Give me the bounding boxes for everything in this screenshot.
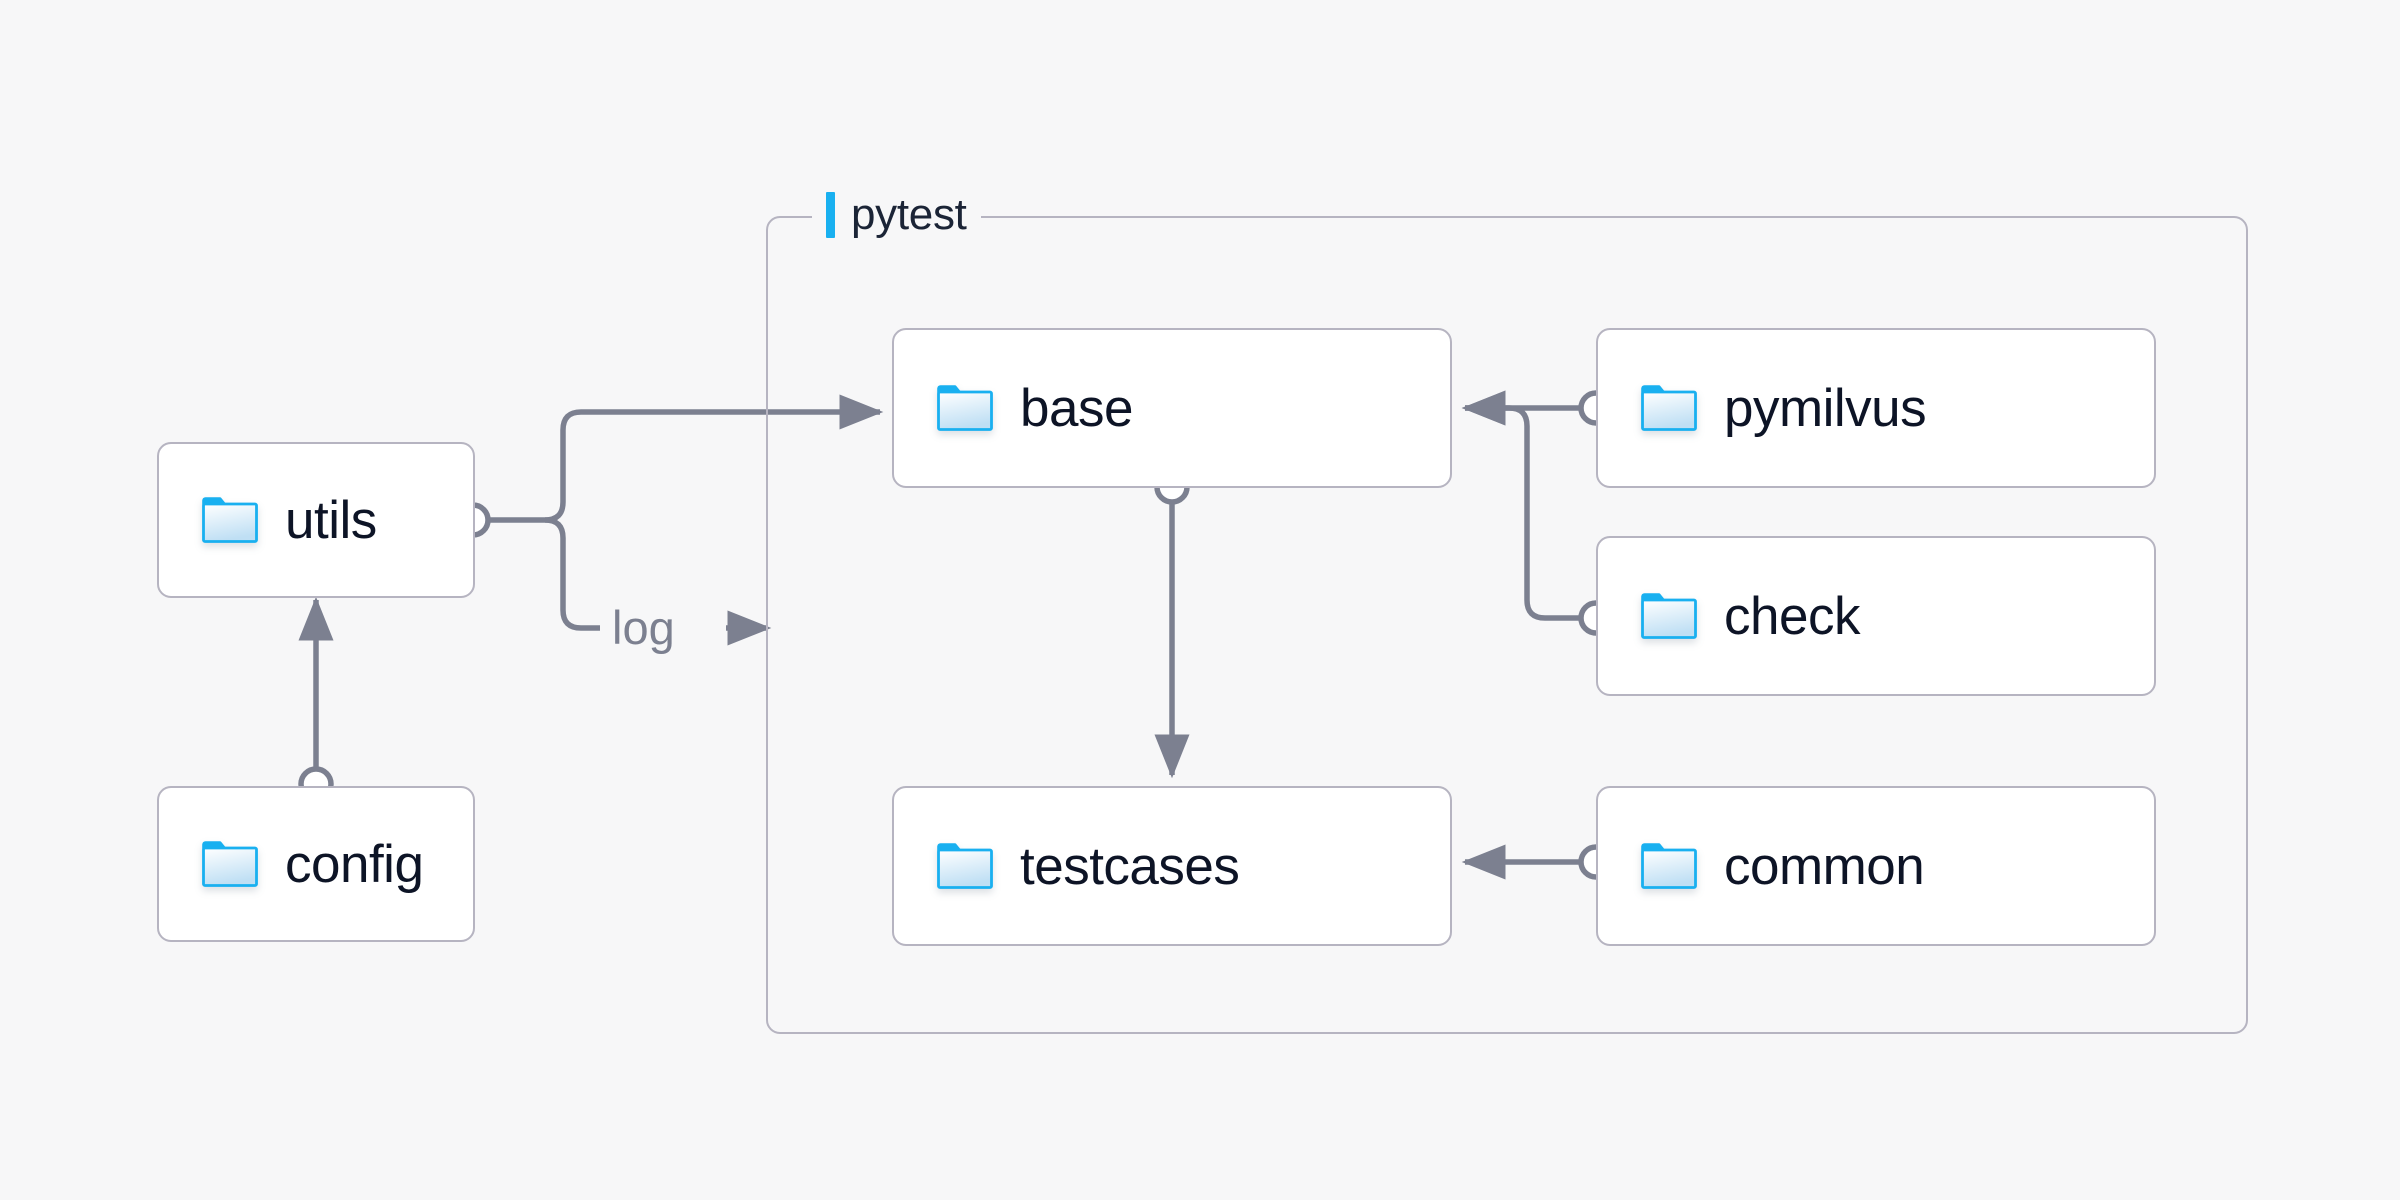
node-label: check xyxy=(1724,586,1860,646)
folder-icon xyxy=(1641,843,1697,889)
edge-utils-to-log xyxy=(544,517,772,646)
node-check[interactable]: check xyxy=(1596,536,2156,696)
node-base[interactable]: base xyxy=(892,328,1452,488)
node-config[interactable]: config xyxy=(157,786,475,942)
node-pymilvus[interactable]: pymilvus xyxy=(1596,328,2156,488)
edge-config-to-utils xyxy=(298,596,334,802)
edge-label-log: log xyxy=(602,604,685,651)
node-testcases[interactable]: testcases xyxy=(892,786,1452,946)
folder-icon xyxy=(1641,593,1697,639)
pytest-group-label: pytest xyxy=(851,190,967,239)
node-label: base xyxy=(1020,378,1133,438)
folder-icon xyxy=(1641,385,1697,431)
group-accent-bar xyxy=(826,192,835,238)
folder-icon xyxy=(202,497,258,543)
folder-icon xyxy=(937,385,993,431)
node-label: config xyxy=(285,834,424,894)
node-common[interactable]: common xyxy=(1596,786,2156,946)
pytest-group-container xyxy=(766,216,2248,1034)
pytest-group-title: pytest xyxy=(812,192,981,238)
node-label: testcases xyxy=(1020,836,1240,896)
node-utils[interactable]: utils xyxy=(157,442,475,598)
node-label: common xyxy=(1724,836,1925,896)
node-label: utils xyxy=(285,490,377,550)
node-label: pymilvus xyxy=(1724,378,1927,438)
folder-icon xyxy=(202,841,258,887)
folder-icon xyxy=(937,843,993,889)
